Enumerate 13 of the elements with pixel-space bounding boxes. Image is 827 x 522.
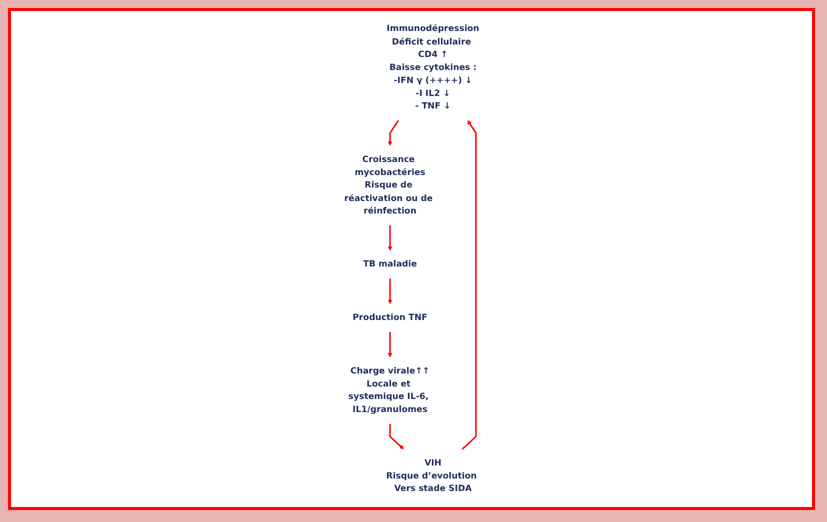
arrow (388, 332, 392, 358)
node-text: Croissance mycobactéries Risque de réactivation ou de réinfection (344, 154, 433, 216)
arrow (388, 225, 392, 251)
node-text: TB maladie (363, 259, 417, 270)
arrow (462, 120, 477, 450)
arrow (389, 424, 404, 450)
node-text: VIH Risque d’evolution Vers stade SIDA (386, 458, 477, 494)
node-text: Immunodépression Déficit cellulaire CD4 ↑ Baisse cytokines : -IFN γ (++++) ↓ -I IL2 ↓ - TNF ↓ (386, 24, 480, 112)
frame-border: Immunodépression Déficit cellulaire CD4 ↑ Baisse cytokines : -IFN γ (++++) ↓ -I IL2 ↓ - TNF ↓ Croissance mycobactéries Risque de réactivation ou de réinfection TB maladie Production TNF Charge virale↑↑ Locale et systemique IL-6, IL1/granulomes VIH Risque d’evolution Vers stade SIDA (8, 8, 815, 510)
node-text: Charge virale↑↑ Locale et systemique IL-6, IL1/granulomes (348, 366, 430, 415)
arrow (388, 120, 399, 146)
node-text: Production TNF (352, 312, 428, 323)
arrow (388, 278, 392, 304)
